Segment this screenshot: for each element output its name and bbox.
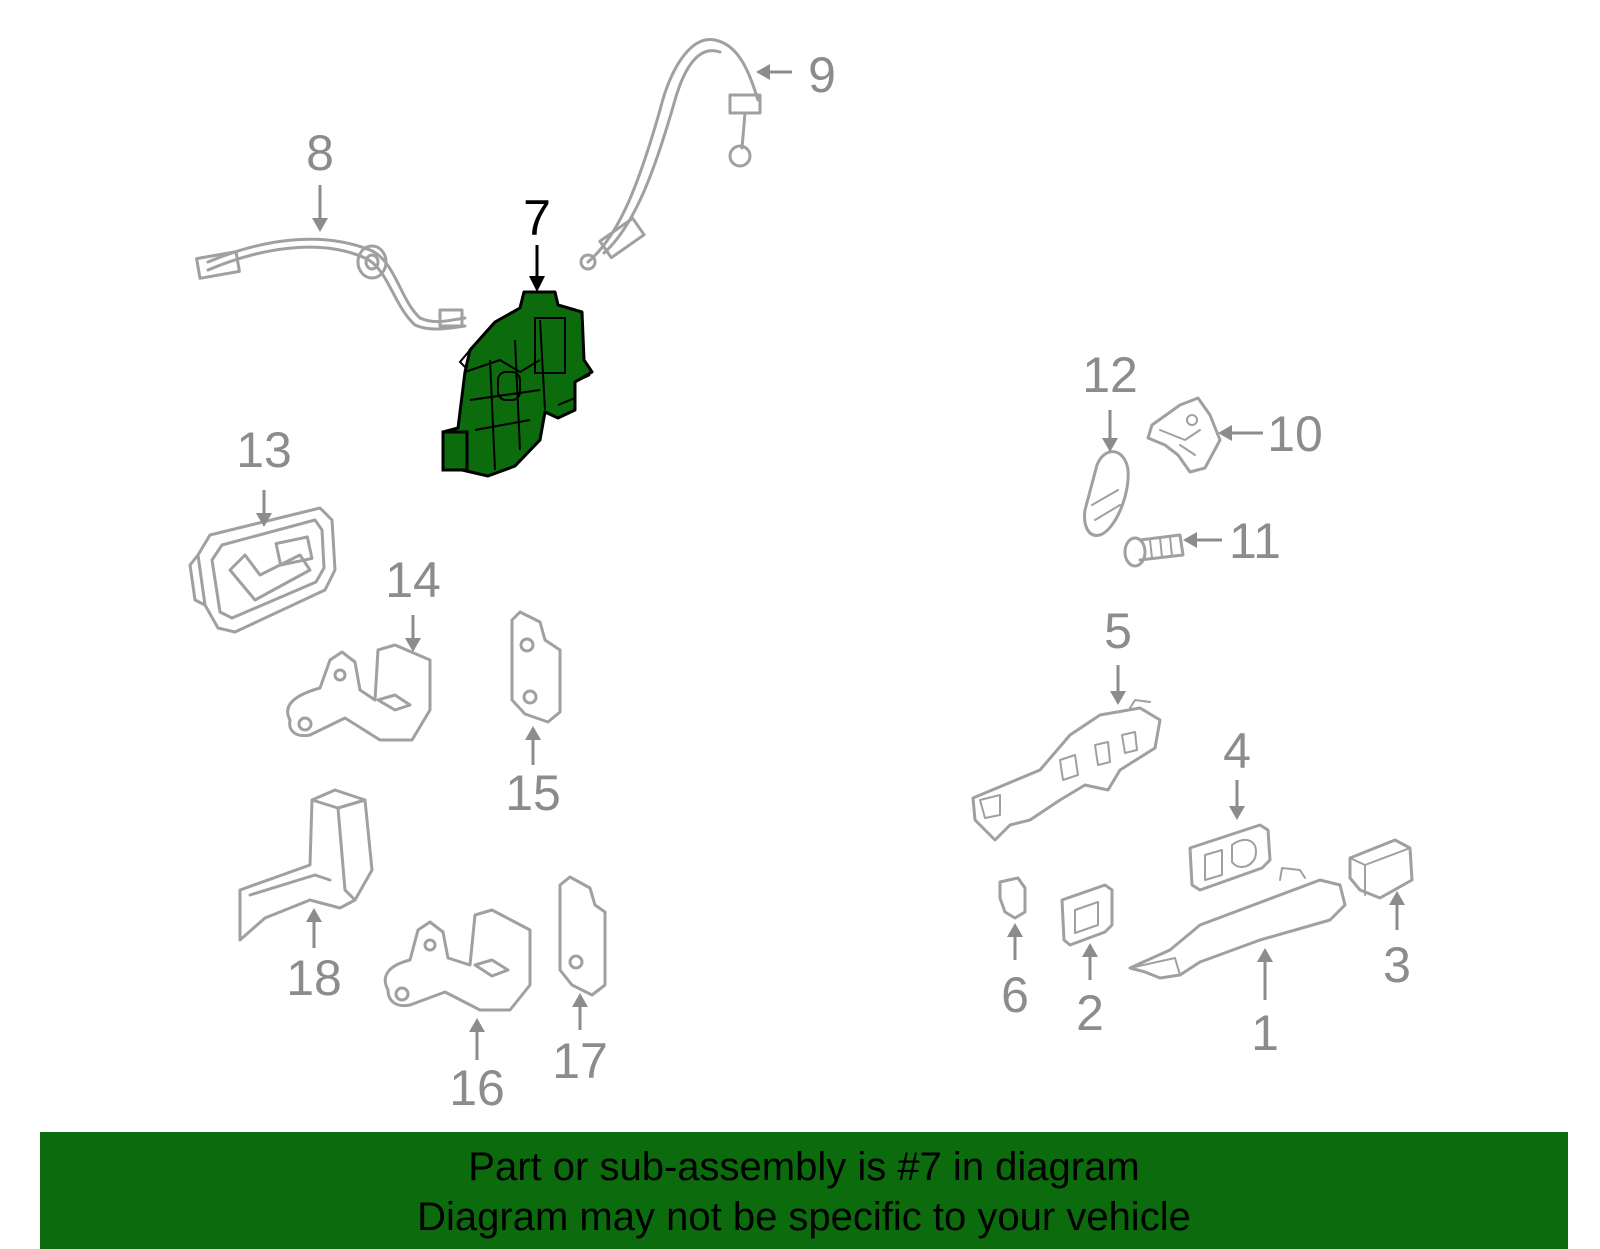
part-1-outside-handle — [1128, 867, 1347, 980]
part-15-plate — [510, 610, 562, 724]
callout-6: 6 — [1001, 967, 1029, 1023]
callout-16: 16 — [449, 1060, 505, 1116]
banner-line-2: Diagram may not be specific to your vehi… — [417, 1195, 1191, 1239]
part-12-cover — [1083, 450, 1130, 537]
part-18-bracket — [238, 788, 374, 942]
part-13-inside-handle — [188, 506, 337, 634]
callout-4: 4 — [1223, 723, 1251, 779]
callout-labels: 8 9 7 13 14 15 18 16 17 12 10 11 5 4 3 1… — [236, 47, 1411, 1116]
parts-diagram: 8 9 7 13 14 15 18 16 17 12 10 11 5 4 3 1… — [188, 38, 1414, 1116]
callout-arrows — [256, 64, 1405, 1060]
part-17-plate — [558, 875, 607, 997]
callout-1: 1 — [1251, 1005, 1279, 1061]
info-banner: Part or sub-assembly is #7 in diagram Di… — [40, 1132, 1568, 1249]
callout-13: 13 — [236, 422, 292, 478]
part-11-bolt — [1123, 533, 1185, 568]
part-4-cover — [1188, 823, 1272, 892]
part-10-striker — [1146, 396, 1222, 474]
part-3-cap — [1348, 838, 1414, 900]
callout-11: 11 — [1229, 513, 1281, 569]
callout-10: 10 — [1267, 406, 1323, 462]
callout-9: 9 — [808, 47, 836, 103]
callout-5: 5 — [1104, 603, 1132, 659]
callout-3: 3 — [1383, 937, 1411, 993]
part-6-cap — [998, 876, 1027, 920]
part-16-bracket — [383, 908, 532, 1012]
banner-line-1: Part or sub-assembly is #7 in diagram — [468, 1145, 1140, 1189]
part-2-cover — [1060, 883, 1114, 947]
callout-12: 12 — [1082, 347, 1138, 403]
part-5-reinforcement — [971, 699, 1162, 842]
callout-2: 2 — [1076, 985, 1104, 1041]
part-7-lock-actuator — [441, 290, 594, 478]
part-14-bracket — [286, 643, 432, 742]
callout-8: 8 — [306, 125, 334, 181]
callout-14: 14 — [385, 552, 441, 608]
part-8-cable — [195, 237, 467, 331]
callout-17: 17 — [552, 1033, 608, 1089]
part-9-cable — [579, 38, 762, 271]
callout-15: 15 — [505, 765, 561, 821]
callout-7: 7 — [523, 190, 551, 246]
callout-18: 18 — [286, 950, 342, 1006]
